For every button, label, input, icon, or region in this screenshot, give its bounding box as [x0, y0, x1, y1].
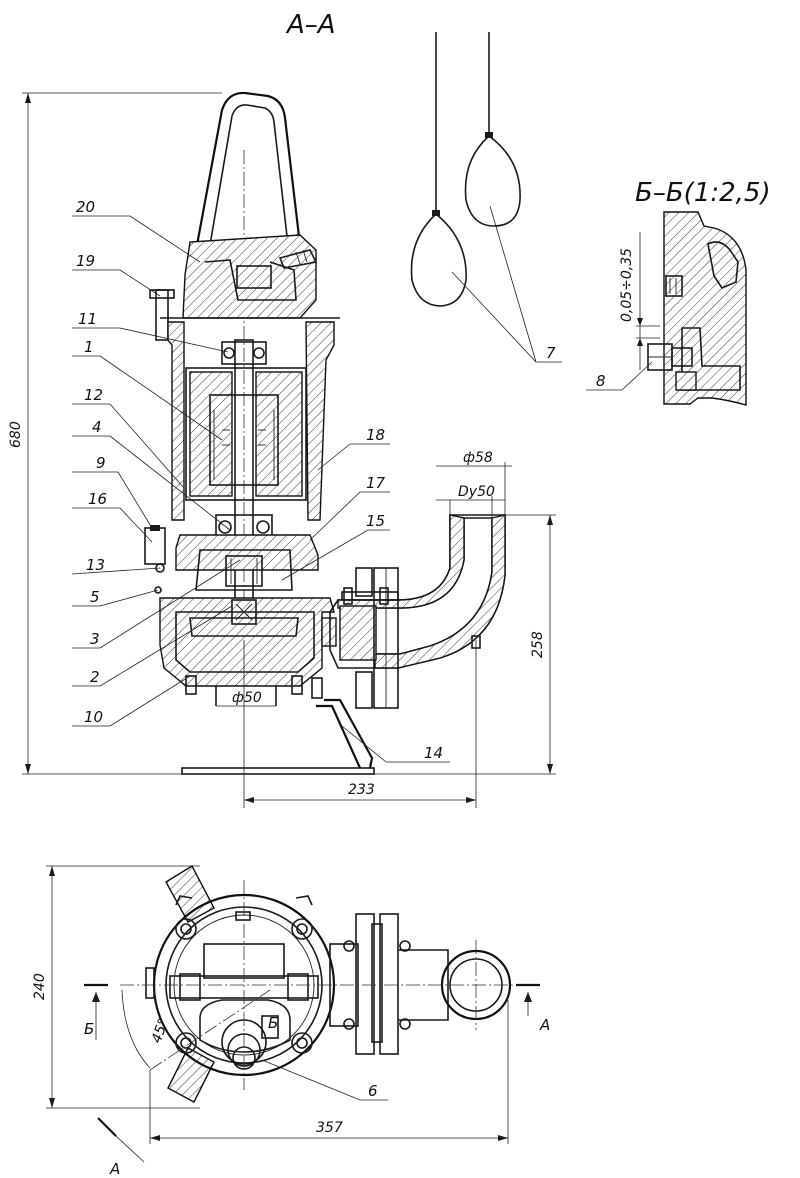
part-label-18: 18 — [366, 426, 385, 444]
part-label-20: 20 — [76, 198, 95, 216]
section-marker-b: Б — [84, 1020, 94, 1038]
section-title-a: А–А — [285, 10, 336, 40]
part-label-2: 2 — [90, 668, 100, 686]
float-switches — [410, 32, 521, 307]
clearance-dimension: 0,05÷0,35 — [619, 248, 635, 322]
dimension-233: 233 — [348, 782, 375, 798]
part-label-17: 17 — [366, 474, 386, 492]
leader-lines — [71, 205, 653, 1101]
section-marker-a-right: А — [539, 1016, 550, 1034]
part-label-7: 7 — [546, 344, 556, 362]
part-label-14: 14 — [424, 744, 443, 762]
part-label-12: 12 — [84, 386, 103, 404]
section-marker-a-bottom: А — [109, 1160, 120, 1178]
dimension-angle: 45° — [149, 1017, 173, 1046]
part-label-11: 11 — [78, 310, 97, 328]
part-label-3: 3 — [90, 630, 100, 648]
dimension-680: 680 — [8, 421, 24, 448]
dimension-240: 240 — [32, 973, 48, 1000]
part-label-4: 4 — [92, 418, 102, 436]
detail-view-b: 0,05÷0,35 — [619, 211, 747, 406]
dimension-d58: ф58 — [463, 450, 493, 466]
part-label-5: 5 — [90, 588, 100, 606]
pump-plan-view — [84, 865, 540, 1163]
dimension-357: 357 — [316, 1120, 343, 1136]
part-label-15: 15 — [366, 512, 385, 530]
section-title-b: Б–Б(1:2,5) — [635, 178, 771, 208]
part-label-6: 6 — [368, 1082, 378, 1100]
part-label-8: 8 — [596, 372, 606, 390]
part-label-9: 9 — [96, 454, 106, 472]
dimension-d50: ф50 — [232, 690, 262, 706]
dimension-dy50: Dу50 — [458, 484, 495, 500]
part-label-10: 10 — [84, 708, 103, 726]
part-label-19: 19 — [76, 252, 95, 270]
part-label-16: 16 — [88, 490, 107, 508]
pump-section-view — [144, 91, 506, 775]
part-label-1: 1 — [84, 338, 94, 356]
dimension-lines — [22, 92, 556, 1144]
section-marker-b-plan: Б — [268, 1014, 278, 1032]
part-label-13: 13 — [86, 556, 105, 574]
dimension-258: 258 — [530, 631, 546, 658]
